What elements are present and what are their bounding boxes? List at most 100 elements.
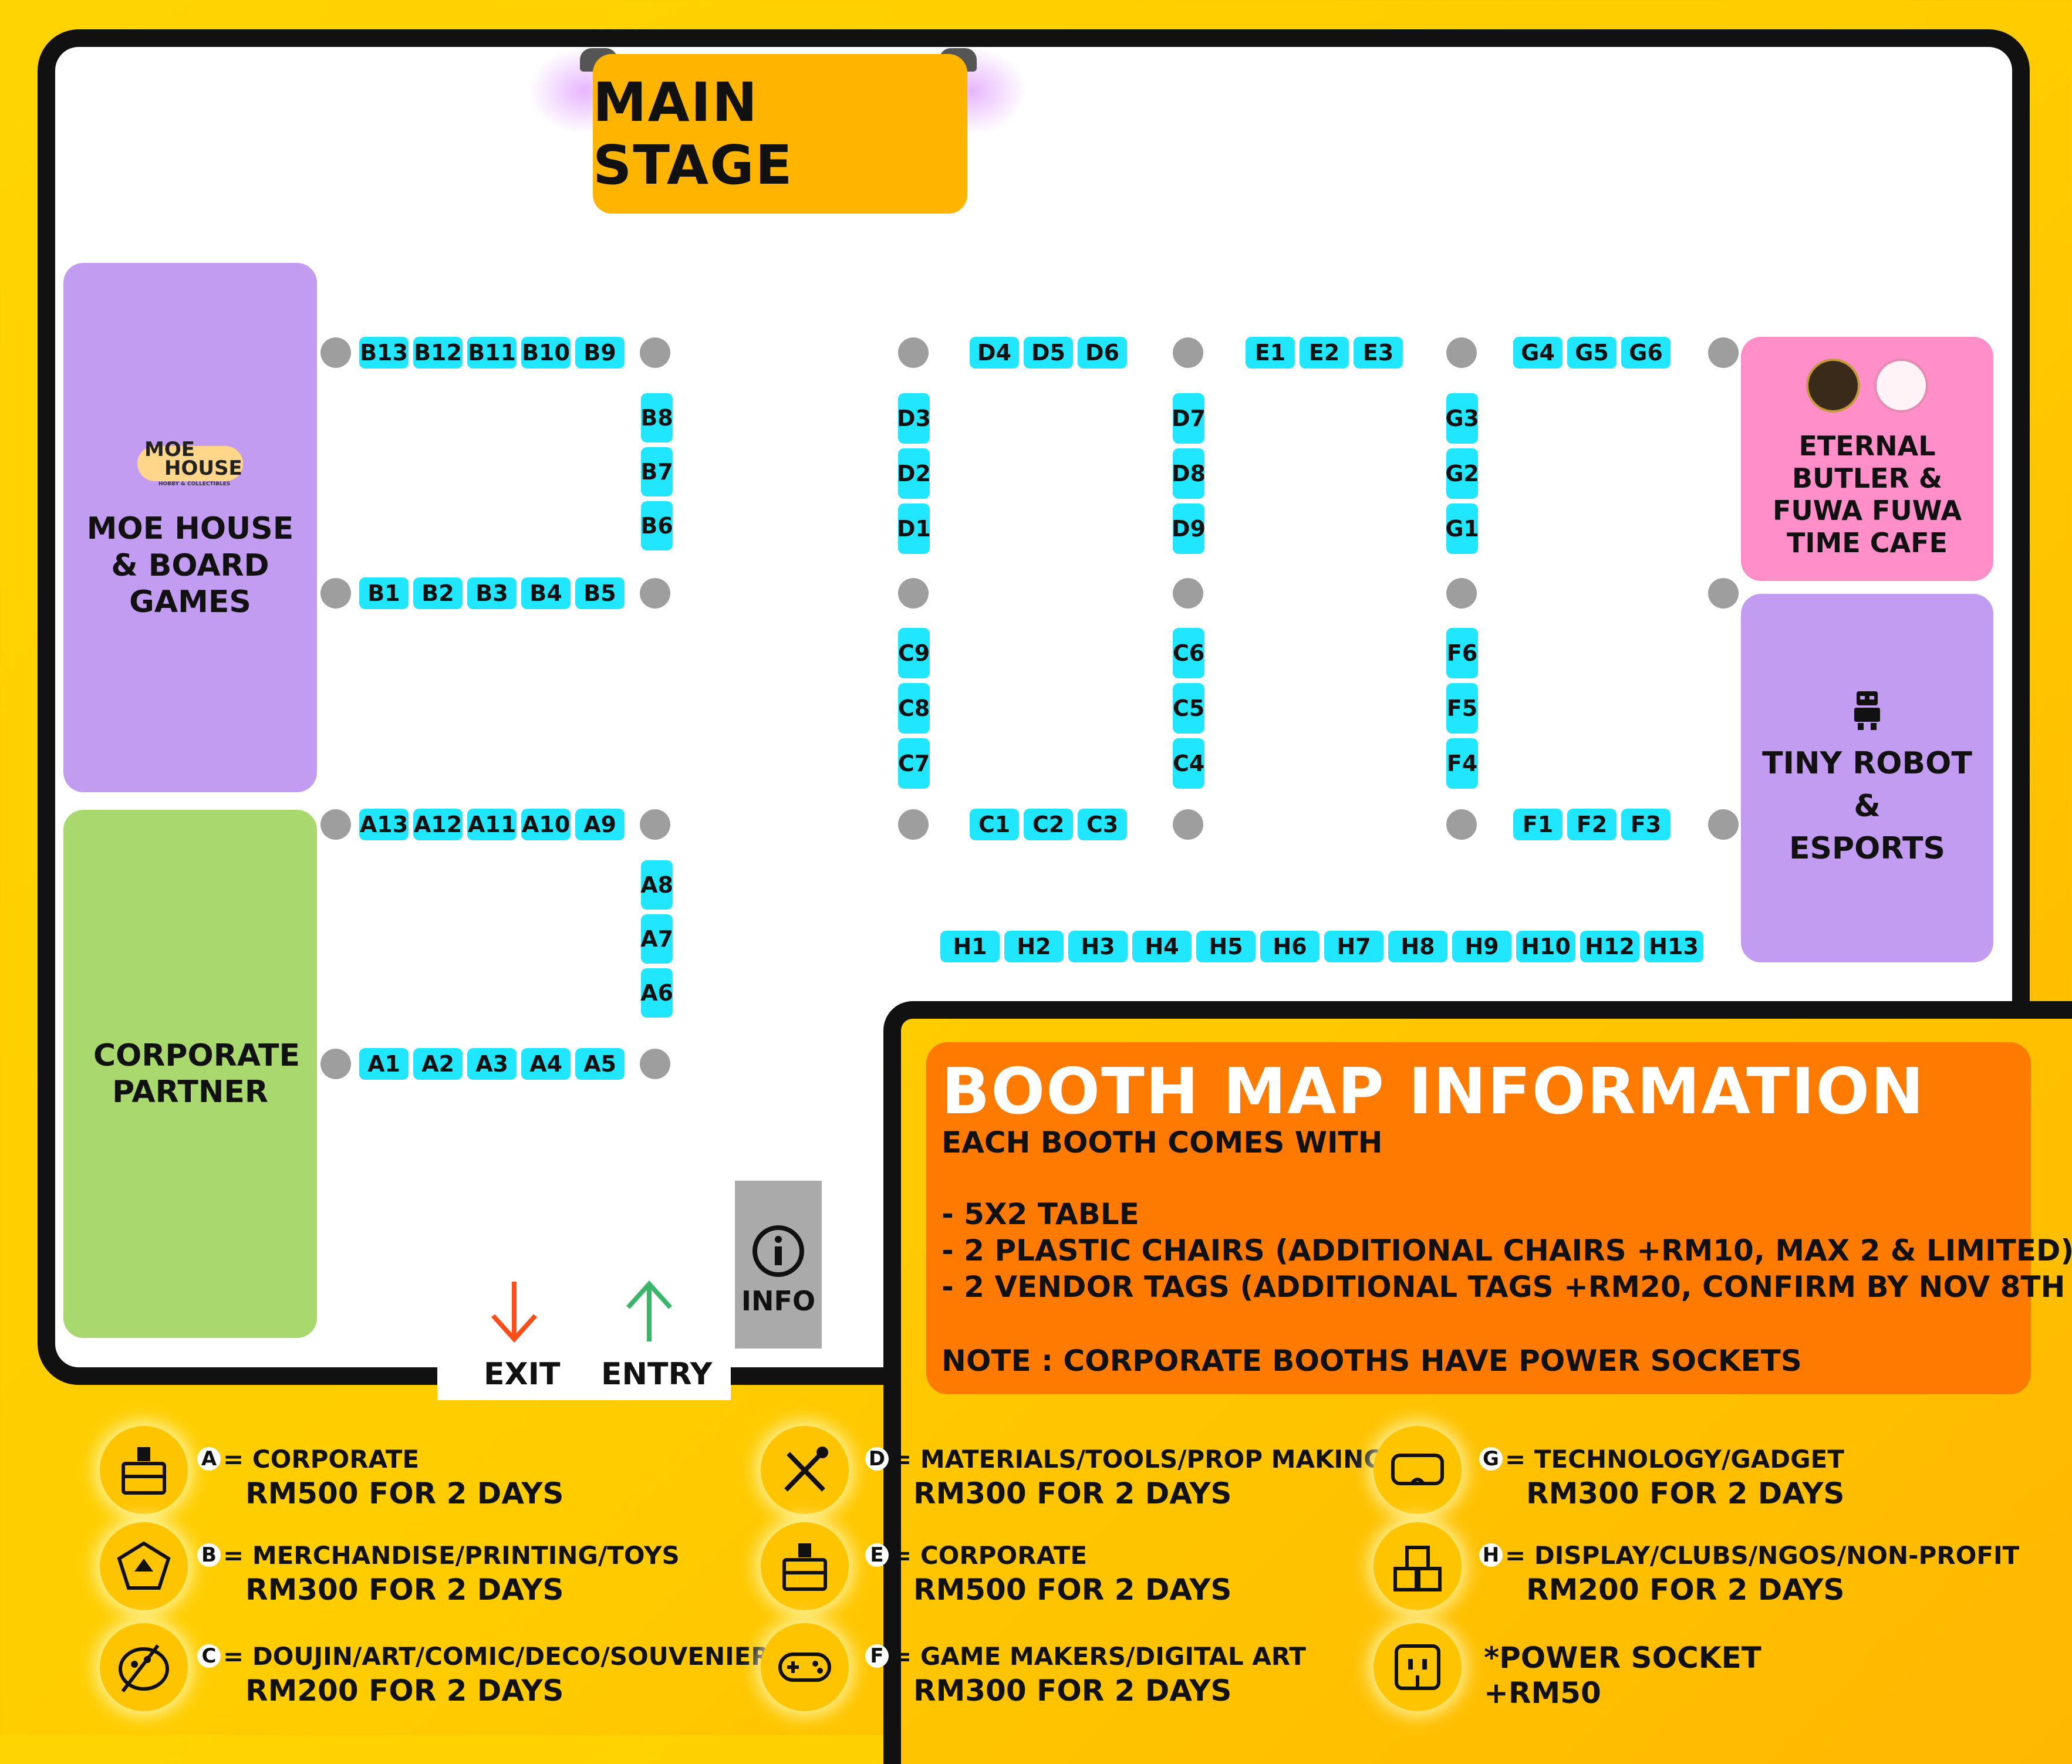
exit-label[interactable]: EXIT: [484, 1357, 561, 1392]
booth-a7[interactable]: A7: [640, 914, 673, 964]
legend-f-icon: [761, 1623, 849, 1711]
booth-c2[interactable]: C2: [1024, 809, 1073, 840]
tools-icon: [784, 1447, 828, 1492]
legend-d-desc: = MATERIALS/TOOLS/PROP MAKING: [891, 1445, 1384, 1474]
booth-d9[interactable]: D9: [1172, 503, 1206, 554]
booth-h7[interactable]: H7: [1324, 931, 1383, 962]
booth-d6[interactable]: D6: [1078, 337, 1127, 369]
booth-c1[interactable]: C1: [970, 809, 1019, 840]
booth-a8[interactable]: A8: [640, 860, 673, 910]
booth-d1[interactable]: D1: [897, 503, 931, 554]
booth-h8[interactable]: H8: [1388, 931, 1447, 962]
booth-b1[interactable]: B1: [359, 577, 409, 609]
booth-b13[interactable]: B13: [359, 337, 409, 369]
booth-a3[interactable]: A3: [467, 1048, 517, 1080]
power-socket-icon: [1395, 1644, 1440, 1690]
zone-tiny-robot[interactable]: TINY ROBOT & ESPORTS: [1741, 594, 1993, 962]
booth-g2[interactable]: G2: [1445, 448, 1479, 499]
booth-d4[interactable]: D4: [970, 337, 1019, 369]
booth-a12[interactable]: A12: [413, 809, 463, 840]
info-icon: [752, 1225, 804, 1277]
legend-power-icon: [1374, 1623, 1462, 1711]
booth-h1[interactable]: H1: [940, 931, 1000, 962]
exit-arrow-icon: [491, 1282, 537, 1343]
booth-b8[interactable]: B8: [640, 393, 673, 442]
zone-moe-house[interactable]: MOE HOUSE HOBBY & COLLECTIBLES MOE HOUSE…: [63, 263, 317, 792]
info-booth[interactable]: INFO: [735, 1181, 822, 1349]
booth-b11[interactable]: B11: [467, 337, 517, 369]
booth-b7[interactable]: B7: [640, 447, 673, 496]
booth-e1[interactable]: E1: [1246, 337, 1295, 369]
legend-e-price: RM500 FOR 2 DAYS: [913, 1573, 1232, 1607]
legend-h-letter: H: [1479, 1543, 1503, 1567]
booth-h5[interactable]: H5: [1196, 931, 1256, 962]
booth-a2[interactable]: A2: [413, 1048, 463, 1080]
booth-b4[interactable]: B4: [521, 577, 571, 609]
booth-d5[interactable]: D5: [1024, 337, 1073, 369]
booth-h3[interactable]: H3: [1068, 931, 1128, 962]
booth-h4[interactable]: H4: [1132, 931, 1192, 962]
booth-f1[interactable]: F1: [1513, 809, 1563, 840]
booth-a9[interactable]: A9: [575, 809, 625, 840]
booth-d2[interactable]: D2: [897, 448, 931, 499]
pillar-dot: [320, 809, 351, 840]
booth-g6[interactable]: G6: [1621, 337, 1671, 369]
booth-g4[interactable]: G4: [1513, 337, 1563, 369]
booth-c8[interactable]: C8: [898, 683, 930, 734]
booth-c3[interactable]: C3: [1078, 809, 1127, 840]
booth-h6[interactable]: H6: [1260, 931, 1320, 962]
booth-d7[interactable]: D7: [1172, 393, 1206, 444]
booth-f4[interactable]: F4: [1446, 738, 1478, 789]
booth-g1[interactable]: G1: [1445, 503, 1479, 554]
booth-g5[interactable]: G5: [1567, 337, 1617, 369]
booth-f2[interactable]: F2: [1567, 809, 1617, 840]
zone-corporate-partner[interactable]: CORPORATE PARTNER: [63, 810, 317, 1338]
legend-c-icon: [100, 1623, 188, 1711]
pillar-dot: [898, 337, 929, 368]
pillar-dot: [1173, 337, 1203, 368]
booth-b3[interactable]: B3: [467, 577, 517, 609]
booth-f3[interactable]: F3: [1621, 809, 1671, 840]
booth-f5[interactable]: F5: [1446, 683, 1478, 734]
booth-d3[interactable]: D3: [897, 393, 931, 444]
booth-c4[interactable]: C4: [1173, 738, 1204, 789]
booth-c7[interactable]: C7: [898, 738, 930, 789]
booth-a5[interactable]: A5: [575, 1048, 625, 1080]
booth-a11[interactable]: A11: [467, 809, 517, 840]
booth-a13[interactable]: A13: [359, 809, 409, 840]
booth-h2[interactable]: H2: [1004, 931, 1064, 962]
booth-f6[interactable]: F6: [1446, 628, 1478, 678]
booth-e3[interactable]: E3: [1354, 337, 1403, 369]
main-stage[interactable]: MAIN STAGE: [593, 54, 967, 214]
booth-h10[interactable]: H10: [1516, 931, 1575, 962]
legend-b-letter: B: [197, 1543, 221, 1567]
booth-h13[interactable]: H13: [1644, 931, 1703, 962]
booth-a6[interactable]: A6: [640, 968, 673, 1018]
booth-a10[interactable]: A10: [521, 809, 571, 840]
booth-a1[interactable]: A1: [359, 1048, 409, 1080]
booth-b9[interactable]: B9: [575, 337, 625, 369]
booth-c9[interactable]: C9: [898, 628, 930, 678]
pillar-dot: [1708, 337, 1739, 368]
booth-b12[interactable]: B12: [413, 337, 463, 369]
booth-g3[interactable]: G3: [1445, 393, 1479, 444]
pillar-dot: [1708, 578, 1739, 609]
gamepad-icon: [778, 1653, 831, 1682]
pillar-dot: [640, 809, 670, 840]
entry-label[interactable]: ENTRY: [601, 1357, 713, 1392]
doorway: [437, 1365, 731, 1400]
booth-d8[interactable]: D8: [1172, 448, 1206, 499]
pillar-dot: [1446, 809, 1477, 840]
eternal-butler-logos: [1806, 358, 1928, 413]
booth-h12[interactable]: H12: [1580, 931, 1639, 962]
booth-b10[interactable]: B10: [521, 337, 571, 369]
booth-b6[interactable]: B6: [640, 501, 673, 550]
booth-h9[interactable]: H9: [1452, 931, 1511, 962]
booth-a4[interactable]: A4: [521, 1048, 571, 1080]
zone-eternal-butler[interactable]: ETERNAL BUTLER & FUWA FUWA TIME CAFE: [1741, 337, 1993, 581]
booth-e2[interactable]: E2: [1300, 337, 1349, 369]
booth-c5[interactable]: C5: [1173, 683, 1204, 734]
booth-b2[interactable]: B2: [413, 577, 463, 609]
booth-b5[interactable]: B5: [575, 577, 625, 609]
booth-c6[interactable]: C6: [1173, 628, 1204, 678]
